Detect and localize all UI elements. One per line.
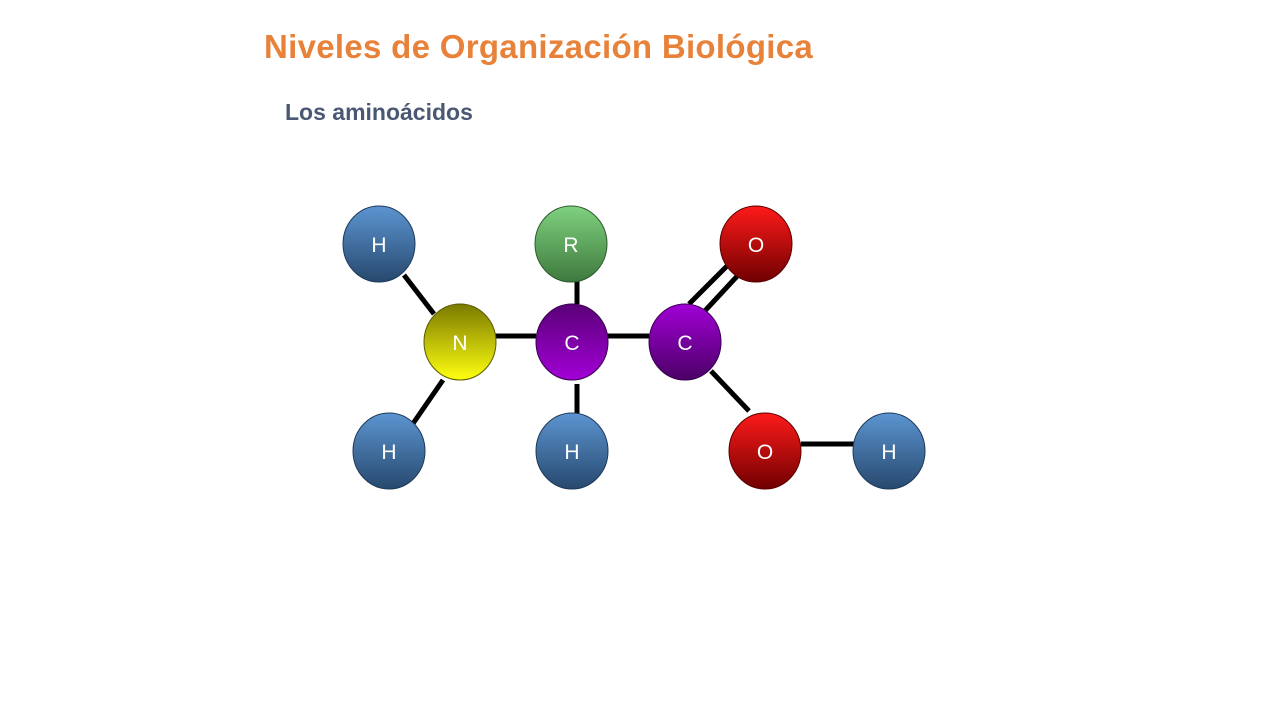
atom-label: R [563,234,578,257]
atom-c-alpha: C [535,303,609,381]
atom-h-hydroxyl: H [852,412,926,490]
atom-o-hydroxyl: O [728,412,802,490]
bond-c-o-double-b [700,270,743,316]
slide-title: Niveles de Organización Biológica [264,28,814,65]
atom-label: O [757,441,773,464]
atom-label: H [381,441,396,464]
atom-label: H [371,234,386,257]
atom-r-group: R [534,205,608,283]
atom-h-top-left: H [342,205,416,283]
atom-label: H [881,441,896,464]
bond-c-o-single [709,369,751,413]
atom-label: O [748,234,764,257]
bond-h-n-bottom [409,378,446,427]
atom-label: C [564,332,579,355]
atom-h-alpha: H [535,412,609,490]
bonds [402,260,855,447]
atom-h-bottom-left: H [352,412,426,490]
bond-c-o-double-a [687,260,733,306]
atom-label: N [452,332,467,355]
atom-label: H [564,441,579,464]
atom-n: N [423,303,497,381]
bond-h-n-top [402,273,436,316]
atom-label: C [677,332,692,355]
atom-c-carboxyl: C [648,303,722,381]
slide-subtitle: Los aminoácidos [285,99,473,125]
atom-o-double: O [719,205,793,283]
